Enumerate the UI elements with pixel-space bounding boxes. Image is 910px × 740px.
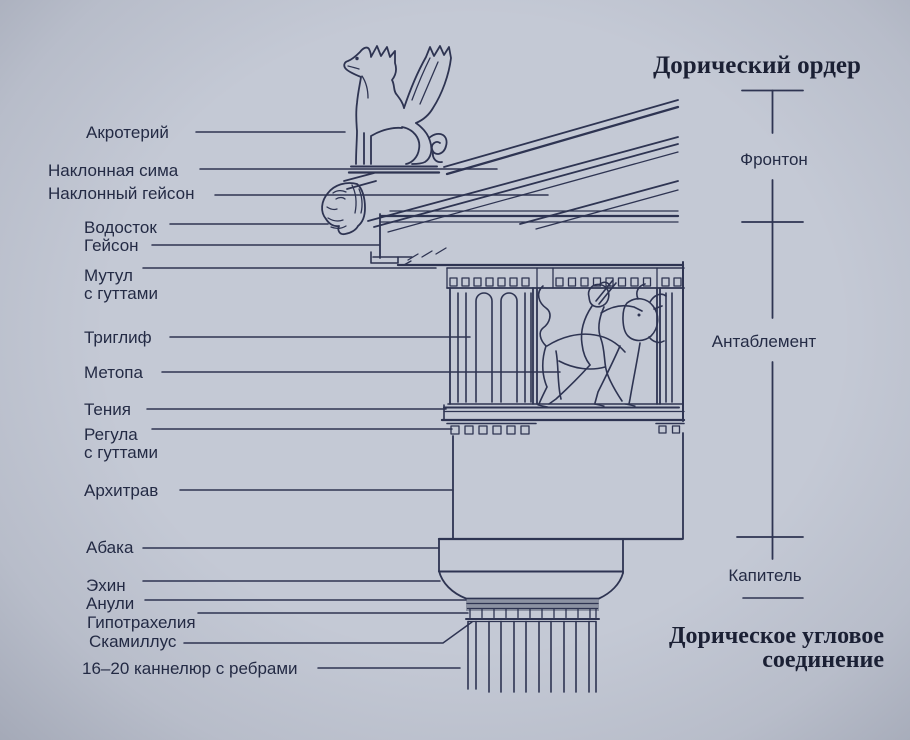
section-label-entablature: Антаблемент: [712, 332, 817, 351]
label-regula-line2: с гуттами: [84, 443, 158, 462]
label-taenia: Тения: [84, 400, 131, 419]
capital-drawing: [438, 538, 624, 620]
label-metope: Метопа: [84, 363, 143, 382]
label-acroterion: Акротерий: [86, 123, 169, 142]
taenia-regula-band: [440, 404, 686, 435]
section-label-pediment: Фронтон: [740, 150, 808, 169]
main-title: Дорический ордер: [653, 52, 861, 79]
griffin-acroterion: [343, 45, 452, 174]
titles: Дорический ордер Дорическое угловое соед…: [653, 52, 884, 673]
label-raking-sima: Наклонная сима: [48, 161, 179, 180]
subtitle-line2: соединение: [762, 647, 884, 673]
label-flutes: 16–20 каннелюр с ребрами: [82, 659, 298, 678]
lion-head-spout: [321, 172, 377, 236]
label-triglyph: Триглиф: [84, 328, 152, 347]
label-water-spout: Водосток: [84, 218, 157, 237]
mutule-guttae-right: [661, 277, 682, 287]
label-scamillus: Скамиллус: [89, 632, 177, 651]
subtitle-line1: Дорическое угловое: [669, 623, 884, 649]
label-echinus: Эхин: [86, 576, 126, 595]
label-abacus: Абака: [86, 538, 134, 557]
mutule-guttae-left: [449, 277, 530, 287]
label-regula-line1: Регула: [84, 425, 138, 444]
column-shaft-flutes: [467, 620, 597, 693]
part-labels: Акротерий Наклонная сима Наклонный гейсо…: [48, 123, 298, 678]
architrave-face: [437, 432, 684, 541]
label-architrave: Архитрав: [84, 481, 158, 500]
label-annulets: Анули: [86, 594, 134, 613]
label-mutule-line1: Мутул: [84, 266, 133, 285]
label-hypotrachelion: Гипотрахелия: [87, 613, 196, 632]
regula-guttae-right: [658, 425, 681, 434]
section-bracket: [736, 89, 804, 599]
label-raking-geison: Наклонный гейсон: [48, 184, 194, 203]
section-labels: Фронтон Антаблемент Капитель: [712, 150, 817, 585]
horizontal-geison: [370, 210, 685, 267]
label-mutule-line2: с гуттами: [84, 284, 158, 303]
annulet-ticks: [469, 608, 597, 619]
regula-guttae-left: [450, 425, 530, 435]
section-label-capital: Капитель: [728, 566, 801, 585]
mutule-guttae-row: [446, 267, 685, 289]
metope-relief-heracles-bull: [537, 279, 667, 408]
mutule-guttae-middle: [555, 277, 652, 287]
leader-lines: [142, 131, 561, 669]
label-geison: Гейсон: [84, 236, 139, 255]
